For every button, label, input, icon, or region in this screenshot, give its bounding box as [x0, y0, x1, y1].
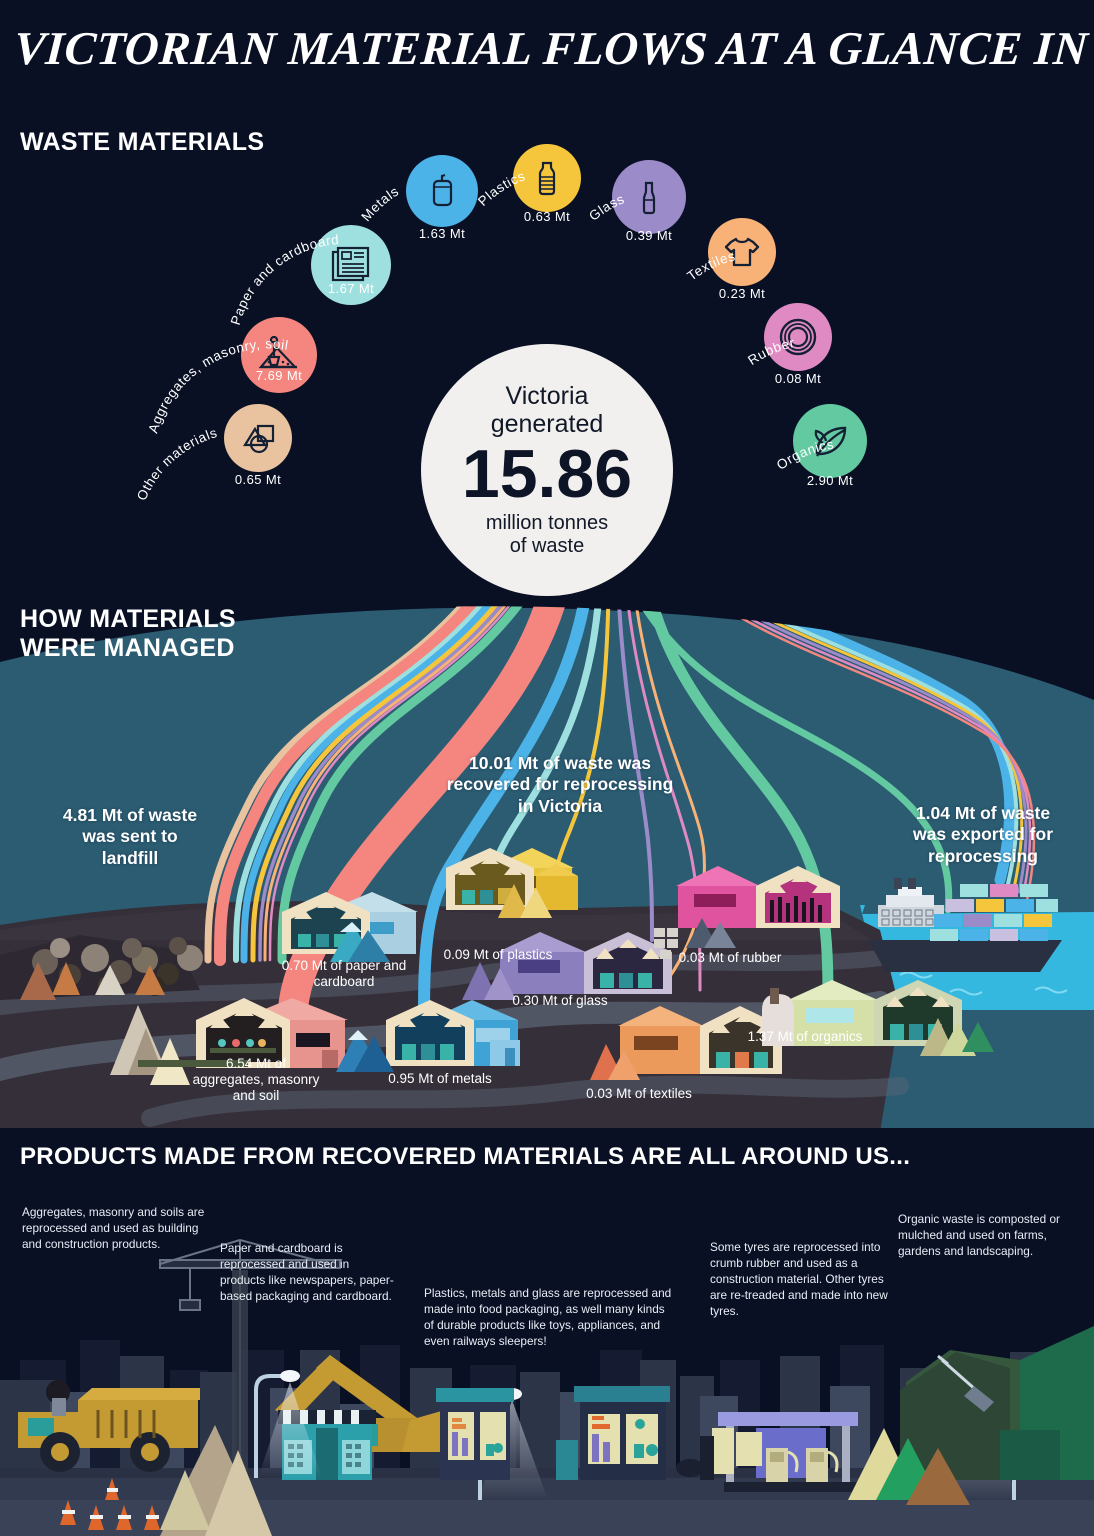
products-text-rubber: Some tyres are reprocessed into crumb ru…: [710, 1240, 888, 1318]
recovered-l2: recovered for reprocessing: [446, 774, 674, 795]
exported-l3: reprocessing: [928, 845, 1038, 866]
label-paper-recovered: 0.70 Mt of paper and cardboard: [244, 958, 444, 990]
bottle-icon: [538, 161, 556, 196]
paper-rec-l2: cardboard: [313, 974, 375, 990]
label-metals-recovered: 0.95 Mt of metals: [388, 1071, 492, 1086]
products-text-organics: Organic waste is composted or mulched an…: [898, 1212, 1060, 1258]
agg-rec-l1: 6.54 Mt of: [225, 1056, 287, 1071]
landfill-l3: landfill: [101, 847, 159, 868]
products-text-plastics: Plastics, metals and glass are reprocess…: [424, 1286, 672, 1348]
aggregates-value: 7.69 Mt: [255, 368, 303, 383]
organics-bubble[interactable]: [793, 404, 867, 478]
warehouse-aggregates: [110, 998, 348, 1085]
warehouse-metals: [336, 1000, 520, 1072]
ship-illustration: [868, 878, 1062, 972]
center-unit1: million tonnes: [485, 512, 609, 534]
products-text-paper: Paper and cardboard is reprocessed and u…: [220, 1241, 394, 1303]
label-textiles-recovered: 0.03 Mt of textiles: [586, 1086, 692, 1101]
center-line2: generated: [490, 410, 604, 438]
recovered-l1: 10.01 Mt of waste was: [469, 753, 651, 773]
tyre-icon: [779, 318, 817, 356]
organics-value: 2.90 Mt: [806, 473, 854, 488]
landfill-l1: 4.81 Mt of waste: [62, 805, 198, 825]
tshirt-icon: [724, 237, 760, 267]
page-title: VICTORIAN MATERIAL FLOWS AT A GLANCE IN …: [12, 23, 1094, 75]
wine-bottle-icon: [642, 181, 656, 215]
exported-l1: 1.04 Mt of waste: [915, 803, 1051, 823]
paper-bubble[interactable]: [311, 225, 391, 305]
warehouse-textiles: [590, 1006, 782, 1080]
center-line1: Victoria: [505, 382, 589, 410]
landfill-flow-label: 4.81 Mt of waste was sent to landfill: [20, 805, 240, 869]
label-glass-recovered: 0.30 Mt of glass: [512, 993, 608, 1008]
paper-rec-l1: 0.70 Mt of paper and: [281, 958, 407, 973]
shapes-icon: [243, 424, 275, 454]
petrol-station: [676, 1412, 864, 1492]
how-managed-line2: WERE MANAGED: [20, 633, 235, 662]
warehouse-rubber: [654, 866, 840, 959]
city-illustration: [0, 1130, 1094, 1536]
can-icon: [432, 173, 453, 207]
other-materials-value: 0.65 Mt: [234, 472, 282, 487]
warehouse-plastics: [446, 848, 578, 918]
shovel-icon: [937, 1354, 977, 1392]
total-generated-circle: Victoria generated 15.86 million tonnes …: [421, 344, 673, 596]
rubber-bubble[interactable]: [764, 303, 832, 371]
textiles-value: 0.23 Mt: [718, 286, 766, 301]
textiles-bubble[interactable]: [708, 218, 776, 286]
landfill-l2: was sent to: [82, 826, 178, 847]
total-value: 15.86: [461, 436, 633, 512]
paper-value: 1.67 Mt: [327, 281, 375, 296]
warehouse-glass: [462, 932, 672, 1000]
agg-rec-l2: aggregates, masonry: [192, 1072, 320, 1088]
glass-bubble[interactable]: [612, 160, 686, 234]
how-managed-line1: HOW MATERIALS: [20, 605, 236, 633]
plastics-value: 0.63 Mt: [523, 209, 571, 224]
leaf-icon: [814, 426, 847, 457]
exported-l2: was exported for: [912, 824, 1054, 845]
newspaper-icon: [331, 246, 370, 282]
metals-value: 1.63 Mt: [418, 226, 466, 241]
recovered-flow-label: 10.01 Mt of waste was recovered for repr…: [405, 753, 715, 817]
label-aggregates-recovered: 6.54 Mt of aggregates, masonry and soil: [156, 1056, 356, 1105]
home-building: [556, 1386, 670, 1480]
warehouse-paper: [282, 892, 418, 962]
shovel-pile-icon: [258, 335, 298, 369]
aggregates-bubble[interactable]: [241, 317, 317, 393]
store-building: [436, 1388, 514, 1480]
plastics-bubble[interactable]: [513, 144, 581, 212]
dump-truck: [18, 1380, 200, 1472]
label-organics-recovered: 1.37 Mt of organics: [747, 1029, 863, 1044]
products-text-aggregates: Aggregates, masonry and soils are reproc…: [22, 1205, 205, 1251]
exported-flow-label: 1.04 Mt of waste was exported for reproc…: [878, 803, 1088, 867]
label-plastics-recovered: 0.09 Mt of plastics: [443, 947, 553, 962]
recovered-l3: in Victoria: [517, 795, 603, 816]
rubber-value: 0.08 Mt: [774, 371, 822, 386]
warehouse-organics: [762, 980, 994, 1056]
other-materials-bubble[interactable]: [224, 404, 292, 472]
label-rubber-recovered: 0.03 Mt of rubber: [678, 950, 782, 965]
street-lamp-1: [254, 1370, 322, 1478]
section-heading-waste-materials: WASTE MATERIALS: [20, 128, 265, 156]
metals-bubble[interactable]: [406, 155, 478, 227]
glass-value: 0.39 Mt: [625, 228, 673, 243]
agg-rec-l3: and soil: [232, 1088, 280, 1104]
section-heading-products: PRODUCTS MADE FROM RECOVERED MATERIALS A…: [20, 1143, 911, 1170]
landfill-illustration: [0, 935, 203, 1000]
section-heading-how-managed: HOW MATERIALS WERE MANAGED: [20, 605, 236, 663]
center-unit2: of waste: [509, 535, 585, 557]
